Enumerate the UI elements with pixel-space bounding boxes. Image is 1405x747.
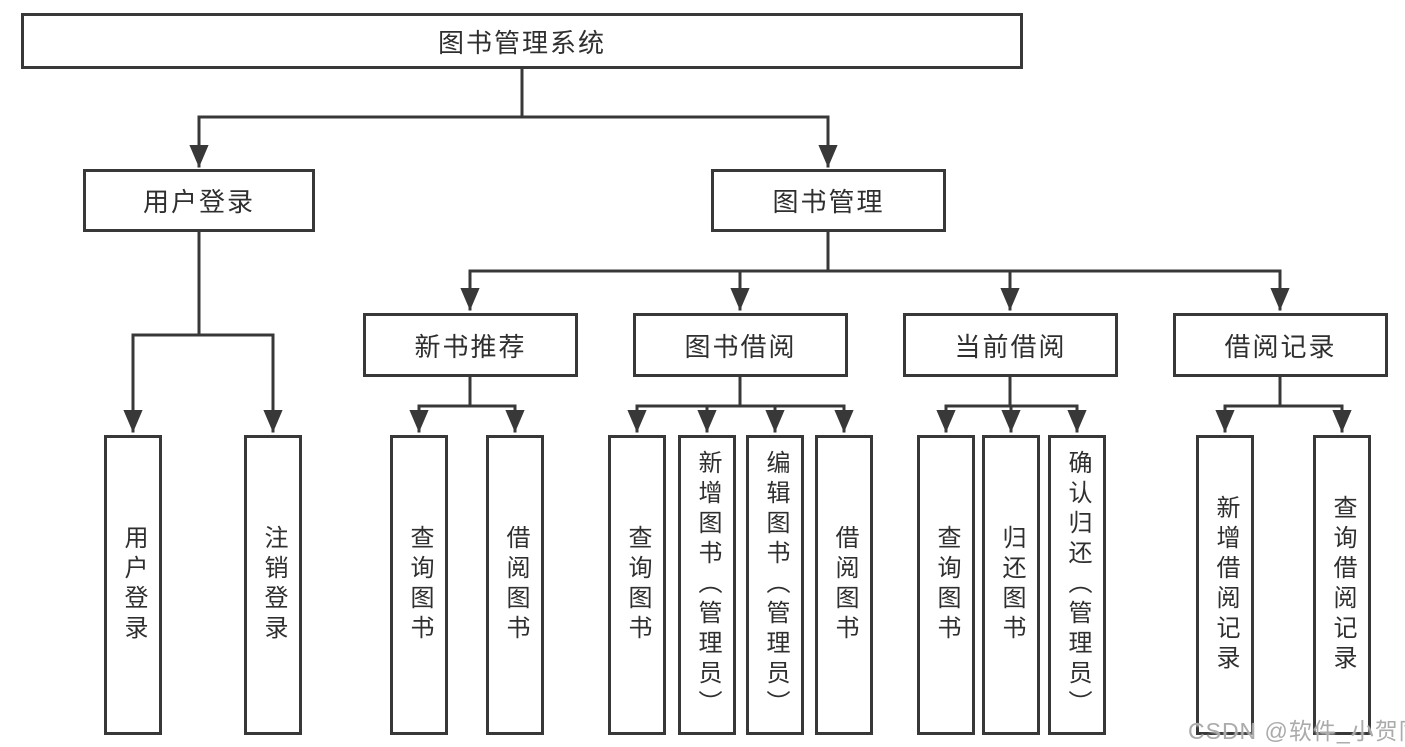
leaf-query-books-current-label: 查询图书 (933, 525, 960, 645)
leaf-borrow-books-recommend: 借阅图书 (486, 435, 544, 735)
leaf-edit-book-admin: 编辑图书（管理员） (746, 435, 804, 735)
connector-new-book-recommend-to-leaves (409, 375, 525, 433)
node-user-login: 用户登录 (83, 169, 315, 232)
leaf-return-books-label: 归还图书 (998, 525, 1025, 645)
leaf-query-borrow-record: 查询借阅记录 (1313, 435, 1371, 735)
node-book-borrow: 图书借阅 (633, 313, 848, 377)
node-book-management: 图书管理 (711, 169, 946, 232)
connector-borrow-records-to-leaves (1215, 375, 1352, 433)
connector-root-to-level2 (189, 67, 838, 168)
node-new-book-recommend-label: 新书推荐 (414, 331, 527, 362)
leaf-add-borrow-record-label: 新增借阅记录 (1212, 495, 1239, 675)
leaf-add-borrow-record: 新增借阅记录 (1196, 435, 1254, 735)
connector-book-management-to-level3 (460, 230, 1290, 311)
leaf-query-borrow-record-label: 查询借阅记录 (1329, 495, 1356, 675)
leaf-query-books-recommend: 查询图书 (390, 435, 448, 735)
node-current-borrow-label: 当前借阅 (954, 331, 1067, 362)
leaf-query-books-current: 查询图书 (917, 435, 975, 735)
leaf-query-books-borrow: 查询图书 (608, 435, 666, 735)
leaf-add-book-admin: 新增图书（管理员） (678, 435, 736, 735)
leaf-logout-login: 注销登录 (244, 435, 302, 735)
connector-book-borrow-to-leaves (627, 375, 854, 433)
node-user-login-label: 用户登录 (142, 187, 255, 217)
leaf-return-books: 归还图书 (982, 435, 1040, 735)
leaf-user-login: 用户登录 (104, 435, 162, 735)
leaf-borrow-books-label: 借阅图书 (831, 525, 858, 645)
csdn-watermark: CSDN @软件_小贺同学 (1188, 718, 1405, 744)
node-borrow-records-label: 借阅记录 (1224, 331, 1337, 362)
leaf-user-login-label: 用户登录 (120, 525, 147, 645)
leaf-query-books-borrow-label: 查询图书 (624, 525, 651, 645)
node-borrow-records: 借阅记录 (1173, 313, 1388, 377)
leaf-logout-login-label: 注销登录 (260, 525, 287, 645)
leaf-confirm-return-admin: 确认归还（管理员） (1048, 435, 1106, 735)
leaf-borrow-books: 借阅图书 (815, 435, 873, 735)
node-book-management-label: 图书管理 (772, 187, 885, 217)
leaf-query-books-recommend-label: 查询图书 (406, 525, 433, 645)
node-book-borrow-label: 图书借阅 (684, 331, 797, 362)
node-root-label: 图书管理系统 (437, 27, 606, 58)
connector-user-login-to-leaves (123, 230, 283, 433)
leaf-add-book-admin-label: 新增图书（管理员） (694, 450, 721, 720)
node-new-book-recommend: 新书推荐 (363, 313, 578, 377)
connector-current-borrow-to-leaves (936, 375, 1087, 433)
node-root-library-management-system: 图书管理系统 (21, 13, 1023, 69)
leaf-confirm-return-admin-label: 确认归还（管理员） (1064, 450, 1091, 720)
leaf-edit-book-admin-label: 编辑图书（管理员） (762, 450, 789, 720)
node-current-borrow: 当前借阅 (903, 313, 1118, 377)
leaf-borrow-books-recommend-label: 借阅图书 (502, 525, 529, 645)
